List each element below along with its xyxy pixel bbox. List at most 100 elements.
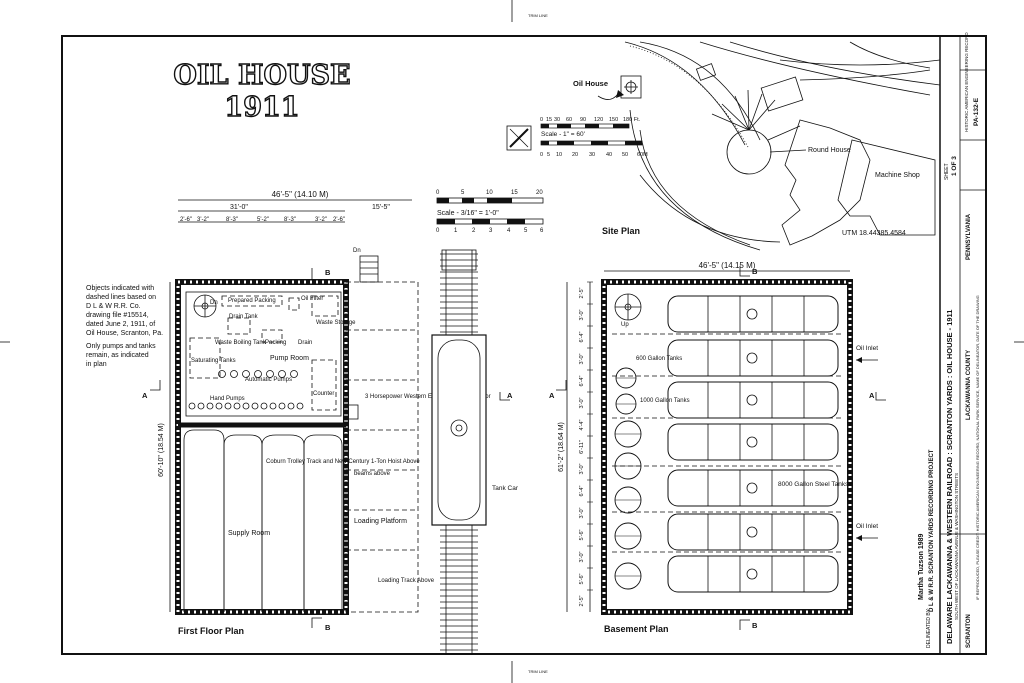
ff-label-waste-boiling: Waste Boiling Tank — [215, 340, 267, 346]
ff-automatic-pumps — [218, 370, 298, 378]
tank-car — [431, 334, 487, 526]
bp-label-600: 600 Gallon Tanks — [636, 356, 682, 362]
bp-section-mark-b-top: B — [752, 267, 758, 276]
site-round-house — [781, 119, 871, 246]
ff-label-tank-car: Tank Car — [492, 485, 519, 492]
tank-8000 — [667, 423, 839, 461]
bp-section-mark-a-left: A — [549, 391, 555, 400]
tank-8000 — [667, 295, 839, 333]
small-tank — [614, 522, 642, 550]
ff-seg-dim: 2'-6" — [180, 217, 192, 223]
ff-label-motor: 3 Horsepower Western Electric Induction … — [365, 394, 491, 400]
bp-label-oil-inlet-bottom: Oil Inlet — [856, 523, 878, 530]
bp-label-8000: 8000 Gallon Steel Tanks — [778, 481, 849, 488]
note-line: Objects indicated with — [86, 285, 154, 292]
bp-row-dim: 3'-0" — [579, 309, 585, 320]
site-caption: Site Plan — [602, 226, 640, 236]
section-mark-b-top: B — [325, 268, 331, 277]
bp-side-dim: 61'-2" (18.64 M) — [558, 422, 565, 472]
small-tank — [614, 420, 642, 448]
tb-project-title: DELAWARE LACKAWANNA & WESTERN RAILROAD :… — [945, 310, 954, 644]
site-turntable — [726, 129, 772, 175]
scale-tick: 0 — [436, 190, 440, 196]
note-line: remain, as indicated — [86, 352, 149, 359]
ff-outside-stair — [359, 255, 379, 283]
bp-row-dim: 6'-4" — [579, 375, 585, 386]
scale-tick-m: 1 — [454, 228, 458, 234]
bp-row-dim: 5'-6" — [579, 529, 585, 540]
ff-overall-dim: 46'-5" (14.10 M) — [272, 190, 329, 199]
tb-county: LACKAWANNA COUNTY — [966, 350, 972, 420]
bp-row-dim: 6'-11" — [579, 440, 585, 454]
first-floor-plan: 46'-5" (14.10 M) 31'-0" 15'-5" 2'-6" 3'-… — [142, 190, 491, 636]
ff-seg-dim: 8'-3" — [284, 217, 296, 223]
site-scale-label: Scale - 1" = 60' — [541, 131, 585, 138]
scale-label: Scale - 3/16" = 1'-0" — [437, 210, 499, 217]
tank-8000 — [667, 339, 839, 377]
bp-label-oil-inlet-top: Oil Inlet — [856, 345, 878, 352]
title-block: DELAWARE LACKAWANNA & WESTERN RAILROAD :… — [918, 32, 986, 654]
bp-row-dim: 5'-6" — [579, 573, 585, 584]
bp-outer-wall — [601, 279, 853, 615]
ff-label-hand-pumps: Hand Pumps — [210, 396, 245, 402]
ff-label-packing: Packing — [265, 340, 286, 346]
scale-tick: 10 — [486, 190, 493, 196]
ff-label-coburn: Coburn Trolley Track and New Century 1-T… — [266, 459, 420, 465]
bp-row-dim: 2'-5" — [579, 287, 585, 298]
scale-tick-m: 3 — [489, 228, 493, 234]
ff-label-beams-above: beams above — [354, 471, 391, 477]
site-utm: UTM 18.44385.4584 — [842, 230, 906, 237]
bp-section-mark-a-right: A — [869, 391, 875, 400]
scale-tick-m: 0 — [436, 228, 440, 234]
ff-label-pump-room: Pump Room — [270, 355, 309, 362]
tb-state: PENNSYLVANIA — [966, 213, 972, 260]
tb-sheet-label: SHEET — [944, 163, 950, 180]
tank-8000 — [667, 555, 839, 593]
ff-label-prepared-packing: Prepared Packing — [228, 298, 276, 304]
tb-survey: HISTORIC AMERICAN ENGINEERING RECORD — [964, 32, 969, 132]
notes: Objects indicated with dashed lines base… — [86, 285, 163, 368]
ff-sub-dim-right: 15'-5" — [372, 204, 390, 211]
small-tank — [614, 486, 642, 514]
trim-label-bottom: TRIM LINE — [528, 669, 548, 674]
north-arrow-icon — [506, 125, 532, 151]
trim-label-top: TRIM LINE — [528, 13, 548, 18]
tb-recording: D L & W R.R. SCRANTON YARDS RECORDING PR… — [929, 449, 935, 612]
bp-row-dim: 2'-5" — [579, 595, 585, 606]
note-line: Oil House, Scranton, Pa. — [86, 330, 163, 337]
ff-label-counter: Counter — [313, 391, 334, 397]
note-line: drawing file #15514, — [86, 312, 149, 319]
bp-row-dim: 3'-0" — [579, 463, 585, 474]
tb-sheet-number: 1 OF 3 — [951, 156, 958, 176]
scale-bar: 0 5 10 15 20 Scale - 3/16" = 1'-0" 0 1 2… — [436, 190, 544, 234]
tb-delineated-by: DELINEATED BY: — [926, 608, 932, 648]
small-tank — [614, 562, 642, 590]
ff-loading-platform-outline — [345, 281, 419, 613]
tb-delineator: Martha Tuzson 1989 — [918, 534, 925, 600]
ff-seg-dim: 5'-2" — [257, 217, 269, 223]
bp-row-dim: 3'-0" — [579, 507, 585, 518]
note-line: in plan — [86, 361, 107, 368]
ff-label-oil-filter: Oil Filter — [301, 296, 323, 302]
scale-tick-m: 5 — [524, 228, 528, 234]
section-mark-b-bottom: B — [325, 623, 331, 632]
ff-side-dim: 60'-10" (18.54 M) — [158, 423, 165, 477]
ff-label-saturating: Saturating Tanks — [191, 358, 236, 364]
site-label-round-house: Round House — [808, 147, 851, 154]
ff-label-loading-track: Loading Track Above — [378, 578, 435, 584]
bp-row-dim: 3'-0" — [579, 353, 585, 364]
ff-label-drain: Drain — [298, 340, 312, 346]
ff-motor — [345, 404, 359, 420]
tank-car-track: Tank Car A — [431, 249, 519, 655]
bp-overall-dim: 46'-5" (14.15 M) — [699, 261, 756, 270]
scale-tick-m: 4 — [507, 228, 511, 234]
scale-tick-m: 2 — [472, 228, 476, 234]
ff-label-automatic-pumps: Automatic Pumps — [245, 377, 292, 383]
tb-address: SOUTH WEST OF LACKAWANNA AVENUE & WASHIN… — [954, 473, 959, 620]
bp-row-dim: 3'-0" — [579, 551, 585, 562]
ff-seg-dim: 8'-3" — [226, 217, 238, 223]
bp-small-tanks — [614, 367, 642, 590]
bp-label-1000: 1000 Gallon Tanks — [640, 398, 690, 404]
